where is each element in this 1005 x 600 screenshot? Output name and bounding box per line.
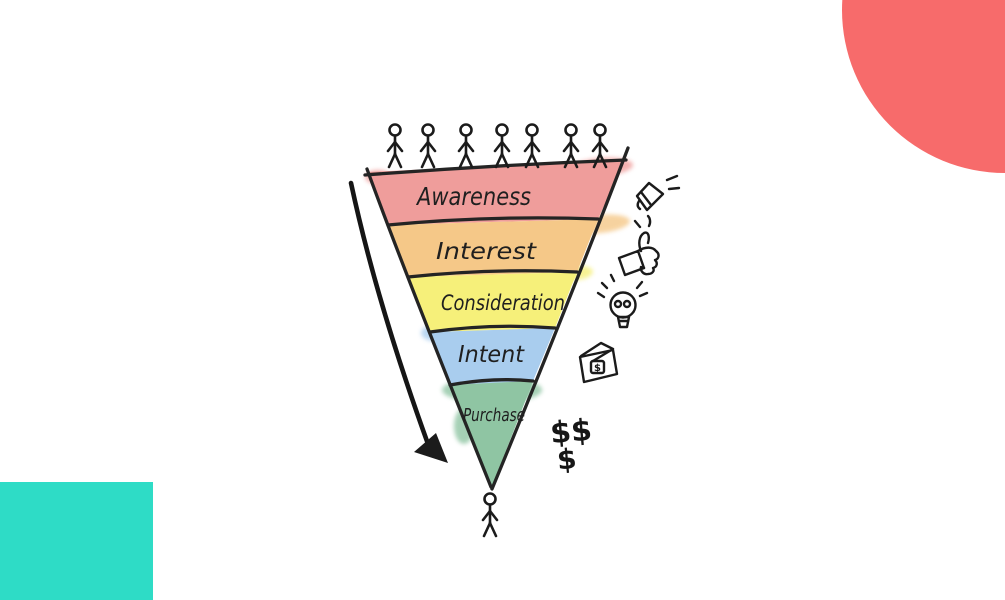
funnel-top-edge [363,158,628,177]
dollar-signs-icon: $$ $ [549,413,594,477]
lightbulb-icon [596,273,649,329]
megaphone-icon [635,174,681,212]
wallet-icon: $ [578,341,619,384]
funnel-stage-interest [388,219,598,277]
funnel-stage-consideration [408,272,577,332]
funnel-left-edge [365,167,493,489]
funnel-stage-label-awareness: Awareness [415,182,531,211]
funnel-outline [363,146,630,491]
down-arrow-shaft [348,180,431,447]
funnel-stage-label-intent: Intent [458,342,525,368]
down-arrow-icon [348,180,448,463]
funnel-stage-awareness [368,160,625,225]
funnel-stage-intent [430,328,555,385]
dollar-text-bottom: $ [556,442,578,477]
person-figure [493,123,511,169]
person-figure [457,123,475,169]
funnel-right-edge [490,146,630,491]
customer-figure [481,492,499,538]
funnel-divider-4 [448,378,535,387]
wallet-currency-symbol: $ [594,363,601,374]
funnel-divider-3 [428,324,557,334]
funnel-divider-2 [406,269,579,279]
funnel-divider-1 [386,216,600,227]
funnel-stage-purchase [450,381,533,487]
funnel-stage-label-purchase: Purchase [463,405,525,426]
down-arrow-head [414,433,448,463]
person-figure [523,123,541,169]
funnel-stages [368,160,625,487]
funnel-labels: Awareness Interest Consideration Intent … [415,182,565,426]
funnel-stage-label-interest: Interest [436,239,537,265]
decor-square [0,482,153,600]
person-figure [386,123,404,169]
audience-figures [386,123,609,169]
funnel-stage-label-consideration: Consideration [441,291,565,315]
person-figure [419,123,437,169]
thumbs-up-icon [617,214,660,277]
dollar-text-top: $$ [549,413,594,452]
